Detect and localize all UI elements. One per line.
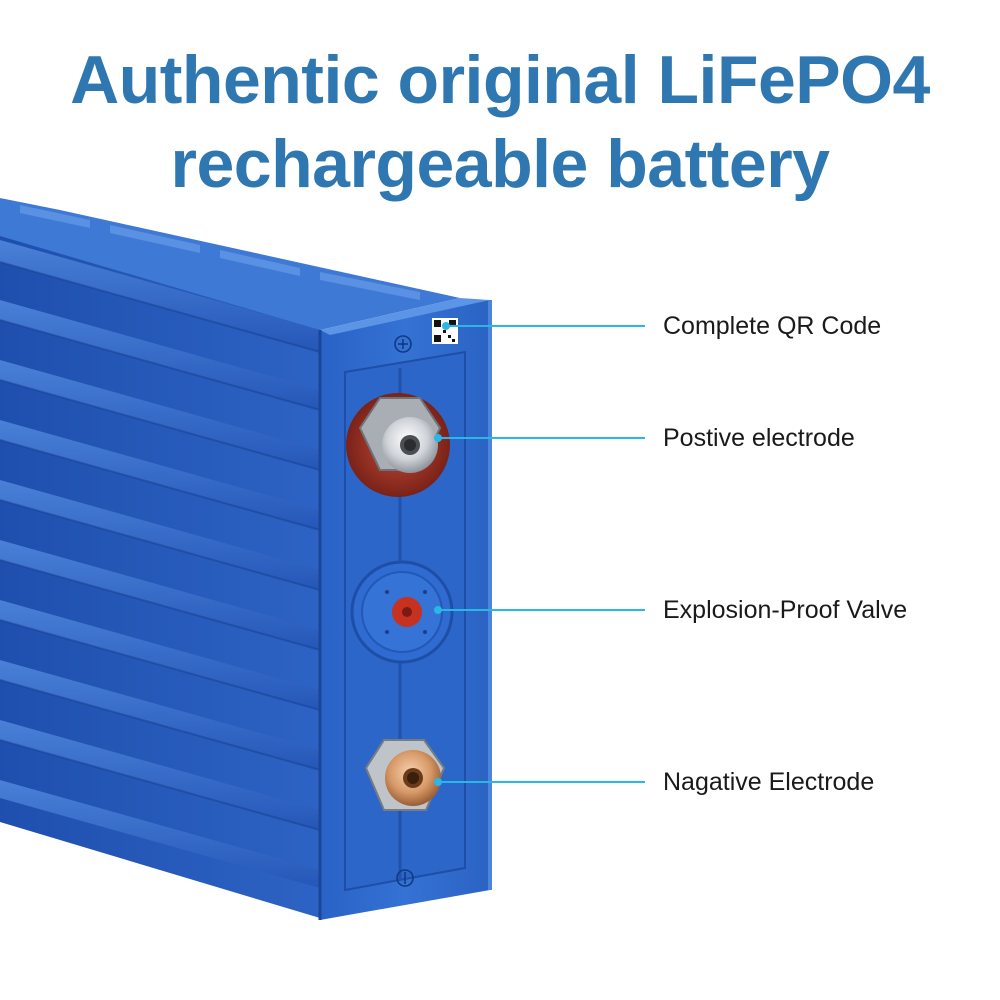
callout-lines: [434, 322, 645, 786]
battery-side-face: [0, 198, 460, 918]
callout-label-negative-electrode: Nagative Electrode: [663, 768, 875, 796]
callout-label-qr-code: Complete QR Code: [663, 312, 882, 340]
headline-line-1: Authentic original LiFePO4: [70, 42, 930, 118]
minus-in-circle-icon: [396, 869, 414, 887]
positive-terminal-icon: [346, 393, 450, 497]
headline-line-2: rechargeable battery: [170, 126, 830, 202]
plus-in-circle-icon: [394, 335, 412, 353]
callout-label-explosion-proof-valve: Explosion-Proof Valve: [663, 596, 908, 624]
headline: Authentic original LiFePO4 rechargeable …: [0, 38, 1000, 206]
callout-label-positive-electrode: Postive electrode: [663, 424, 855, 452]
explosion-proof-valve-icon: [350, 560, 454, 664]
qr-code-icon: [432, 318, 458, 344]
negative-terminal-icon: [364, 739, 446, 811]
